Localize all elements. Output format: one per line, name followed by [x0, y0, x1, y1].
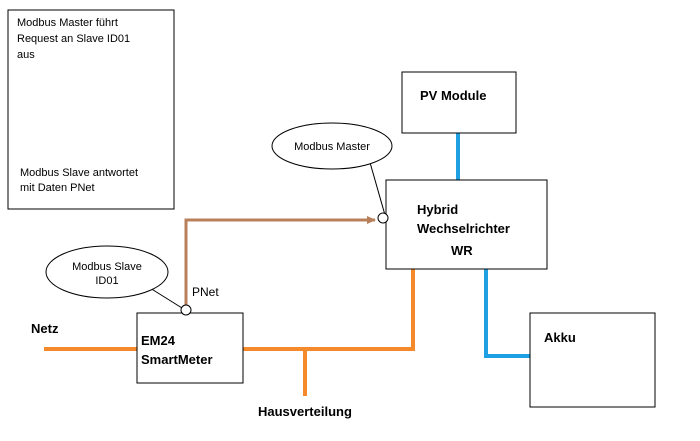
note-box: Modbus Master führt Request an Slave ID0… — [7, 9, 175, 210]
note-response-line-2: mit Daten PNet — [20, 182, 95, 194]
akku-box: Akku — [529, 312, 656, 408]
bubble-modbus-master: Modbus Master — [271, 122, 393, 216]
pv-module-label: PV Module — [420, 88, 486, 103]
note-request-line-2: Request an Slave ID01 — [17, 33, 130, 45]
pnet-label: PNet — [192, 285, 219, 299]
hausverteilung-label: Hausverteilung — [258, 404, 352, 419]
inverter-box: Hybrid Wechselrichter WR — [385, 179, 548, 270]
inverter-line-2: Wechselrichter — [417, 221, 510, 236]
pv-module-box: PV Module — [401, 71, 517, 134]
pnet-data-line — [184, 216, 376, 306]
inverter-line-3: WR — [451, 243, 473, 258]
netz-label: Netz — [31, 321, 59, 336]
grid-power-lines — [44, 269, 415, 396]
bubble-master-label: Modbus Master — [294, 141, 370, 153]
meter-box: EM24 SmartMeter — [136, 312, 244, 384]
bubble-slave-line-2: ID01 — [95, 275, 118, 287]
bubble-modbus-slave: Modbus Slave ID01 — [45, 245, 183, 309]
meter-line-2: SmartMeter — [141, 352, 213, 367]
dc-lines — [456, 133, 530, 358]
note-request-line-3: aus — [17, 49, 35, 61]
bubble-slave-line-1: Modbus Slave — [72, 261, 142, 273]
note-response-line-1: Modbus Slave antwortet — [20, 167, 138, 179]
akku-label: Akku — [544, 330, 576, 345]
meter-line-1: EM24 — [141, 333, 176, 348]
note-request-line-1: Modbus Master führt — [17, 17, 118, 29]
akku-dc-line — [484, 269, 530, 358]
master-connection-point — [377, 212, 389, 224]
slave-connection-point — [180, 304, 192, 316]
inverter-line-1: Hybrid — [417, 202, 458, 217]
